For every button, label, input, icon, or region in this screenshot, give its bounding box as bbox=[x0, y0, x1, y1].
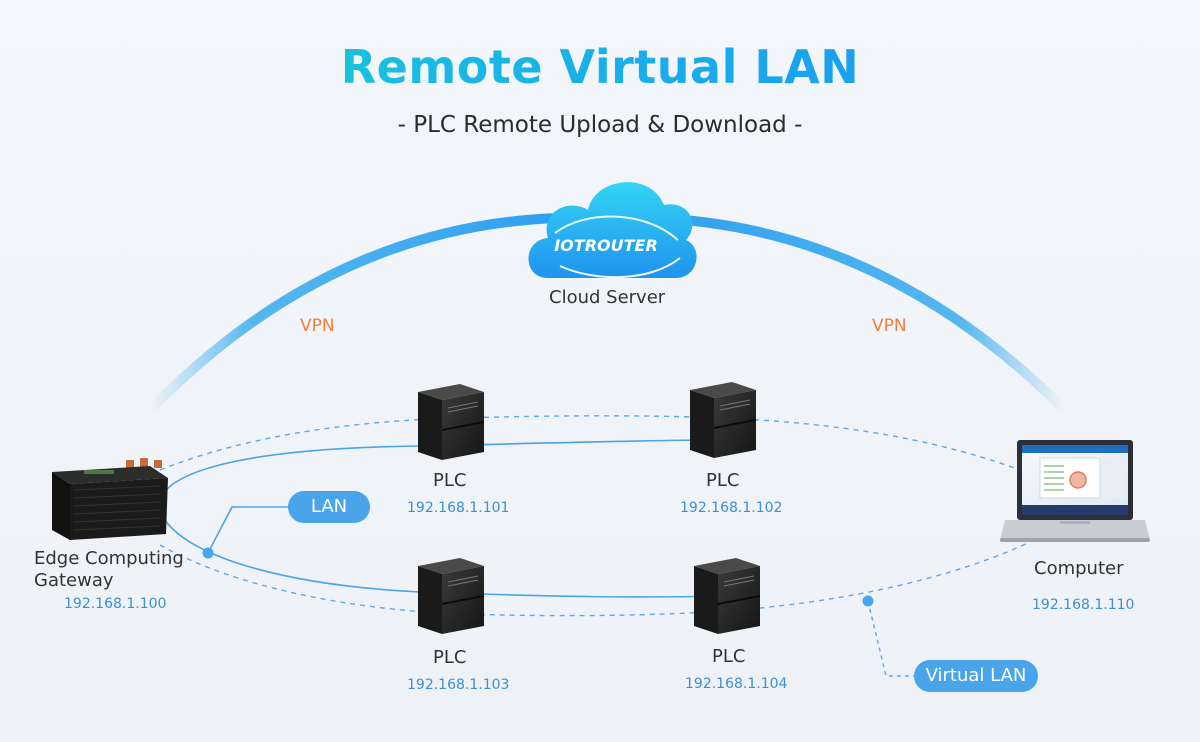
plc-name: PLC bbox=[706, 470, 740, 491]
plc-ip: 192.168.1.103 bbox=[407, 677, 510, 693]
plc-name: PLC bbox=[433, 647, 467, 668]
virtual-lan-badge: Virtual LAN bbox=[914, 660, 1038, 692]
plc-ip: 192.168.1.102 bbox=[680, 500, 783, 516]
vpn-label-left: VPN bbox=[300, 316, 335, 336]
cloud-server-label: Cloud Server bbox=[549, 287, 666, 308]
plc-ip: 192.168.1.104 bbox=[685, 676, 788, 692]
gateway-name-line2: Gateway bbox=[34, 570, 114, 591]
computer-ip: 192.168.1.110 bbox=[1032, 597, 1135, 613]
gateway-device-icon bbox=[52, 458, 168, 540]
virtual-lan-loop bbox=[159, 415, 1021, 471]
laptop-icon bbox=[1000, 440, 1150, 542]
lan-badge: LAN bbox=[288, 491, 370, 523]
vpn-arc-left bbox=[145, 213, 565, 415]
plc-name: PLC bbox=[712, 646, 746, 667]
plc-name: PLC bbox=[433, 470, 467, 491]
cloud-icon: IOTROUTER bbox=[528, 182, 697, 279]
diagram-subtitle: - PLC Remote Upload & Download - bbox=[397, 112, 803, 138]
gateway-ip: 192.168.1.100 bbox=[64, 596, 167, 612]
gateway-name-line1: Edge Computing bbox=[34, 548, 184, 569]
plc-device-icon bbox=[690, 382, 757, 458]
plc-device-icon bbox=[694, 558, 761, 634]
plc-device-icon bbox=[418, 558, 485, 634]
vpn-label-right: VPN bbox=[872, 316, 907, 336]
vpn-arc-right bbox=[645, 213, 1070, 415]
cloud-logo-text: IOTROUTER bbox=[554, 236, 658, 255]
plc-device-icon bbox=[418, 384, 485, 460]
plc-ip: 192.168.1.101 bbox=[407, 500, 510, 516]
computer-name: Computer bbox=[1034, 558, 1124, 579]
diagram-title: Remote Virtual LAN bbox=[0, 40, 1200, 94]
